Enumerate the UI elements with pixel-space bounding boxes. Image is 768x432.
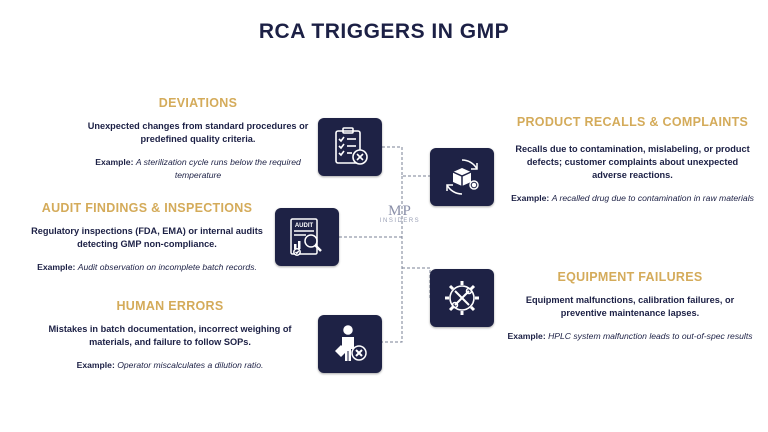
trigger-heading: DEVIATIONS	[158, 96, 238, 110]
trigger-heading: PRODUCT RECALLS & COMPLAINTS	[516, 115, 749, 129]
trigger-product-recalls: PRODUCT RECALLS & COMPLAINTS Recalls due…	[510, 115, 755, 205]
box-recall-icon	[430, 148, 494, 206]
trigger-description: Unexpected changes from standard procedu…	[87, 121, 309, 144]
trigger-example: Example: Audit observation on incomplete…	[18, 261, 276, 274]
connector-trunk	[382, 176, 403, 343]
trigger-example: Example: A recalled drug due to contamin…	[510, 192, 755, 205]
trigger-equipment-failures: EQUIPMENT FAILURES Equipment malfunction…	[505, 270, 755, 343]
example-label: Example:	[76, 360, 115, 370]
example-text: HPLC system malfunction leads to out-of-…	[548, 331, 753, 341]
svg-text:AUDIT: AUDIT	[295, 223, 314, 229]
trigger-description: Recalls due to contamination, mislabelin…	[515, 144, 750, 180]
connector-deviations-recalls	[382, 146, 430, 177]
example-label: Example:	[95, 157, 134, 167]
trigger-human-errors: HUMAN ERRORS Mistakes in batch documenta…	[30, 299, 310, 372]
example-text: A sterilization cycle runs below the req…	[135, 157, 301, 180]
trigger-deviations: DEVIATIONS Unexpected changes from stand…	[40, 96, 356, 181]
logo-subtext: INSIDERS	[379, 218, 421, 224]
trigger-heading: EQUIPMENT FAILURES	[557, 270, 703, 284]
connector-equipment	[402, 267, 431, 298]
trigger-audit-findings: AUDIT FINDINGS & INSPECTIONS Regulatory …	[18, 201, 276, 274]
mp-insiders-logo: MP INSIDERS	[370, 203, 430, 224]
person-error-icon	[318, 315, 382, 373]
logo-mark: MP	[388, 203, 412, 219]
trigger-description: Regulatory inspections (FDA, EMA) or int…	[31, 226, 263, 249]
example-text: A recalled drug due to contamination in …	[551, 193, 754, 203]
trigger-example: Example: HPLC system malfunction leads t…	[505, 330, 755, 343]
example-label: Example:	[511, 193, 550, 203]
trigger-description: Mistakes in batch documentation, incorre…	[48, 324, 292, 347]
example-label: Example:	[37, 262, 76, 272]
example-text: Audit observation on incomplete batch re…	[77, 262, 257, 272]
gear-tools-icon	[430, 269, 494, 327]
trigger-heading: HUMAN ERRORS	[116, 299, 224, 313]
trigger-description: Equipment malfunctions, calibration fail…	[525, 295, 735, 318]
trigger-example: Example: Operator miscalculates a diluti…	[30, 359, 310, 372]
checklist-x-icon	[318, 118, 382, 176]
example-text: Operator miscalculates a dilution ratio.	[117, 360, 264, 370]
trigger-heading: AUDIT FINDINGS & INSPECTIONS	[41, 201, 253, 215]
page-title: RCA TRIGGERS IN GMP	[258, 20, 510, 43]
example-label: Example:	[507, 331, 546, 341]
audit-magnifier-icon: AUDIT	[275, 208, 339, 266]
trigger-example: Example: A sterilization cycle runs belo…	[73, 156, 323, 181]
